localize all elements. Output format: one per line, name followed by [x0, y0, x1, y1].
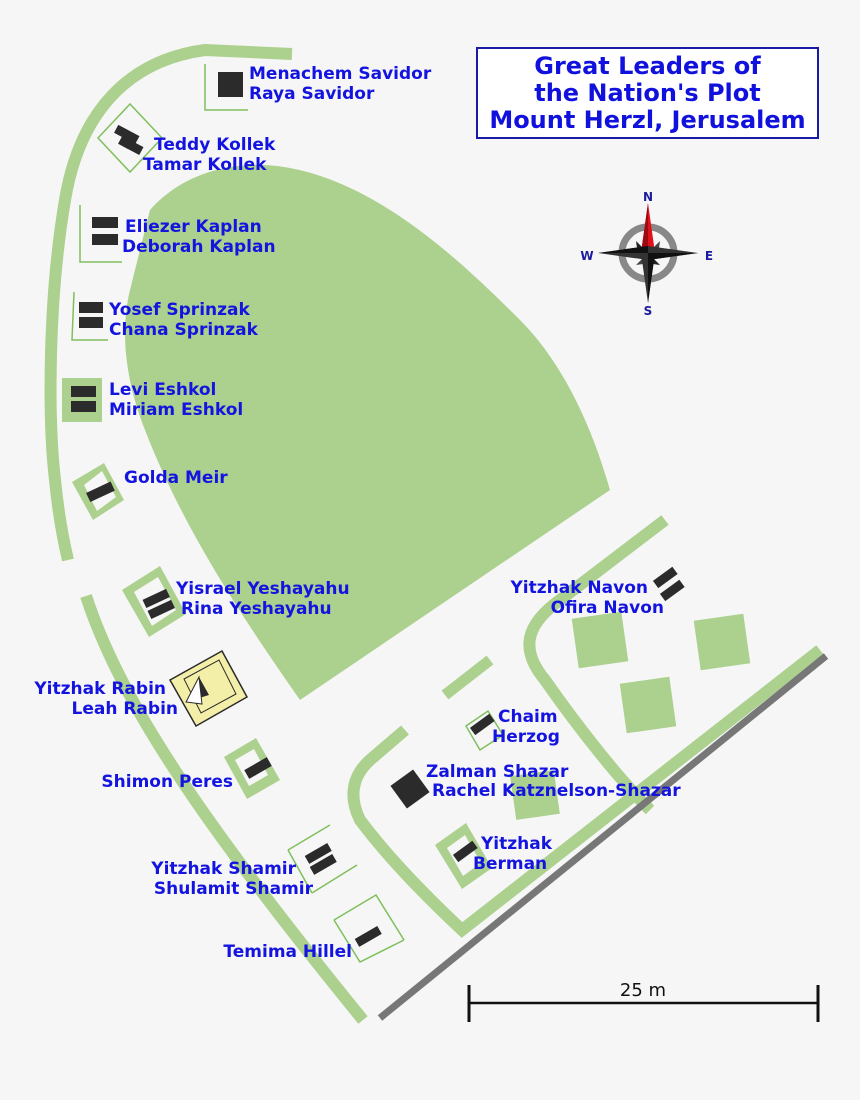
map-title: Great Leaders of the Nation's Plot Mount… [476, 47, 819, 139]
plot-navon [652, 566, 685, 602]
label-shamir-2: Shulamit Shamir [154, 879, 314, 899]
label-savidor-2: Raya Savidor [249, 84, 375, 104]
label-shazar-1: Zalman Shazar [426, 762, 569, 782]
plot-sprinzak [71, 291, 108, 341]
plot-shamir [287, 824, 358, 894]
map-title-line-3: Mount Herzl, Jerusalem [489, 105, 806, 134]
inner-walkway [347, 645, 824, 938]
outer-path [44, 43, 293, 562]
compass-s: S [644, 304, 653, 318]
plot-hillel [333, 893, 405, 963]
compass-n: N [643, 190, 653, 204]
label-savidor-1: Menachem Savidor [249, 64, 432, 84]
plot-peres [224, 738, 280, 799]
label-rabin-2: Leah Rabin [71, 699, 178, 719]
label-kollek-1: Teddy Kollek [154, 135, 276, 155]
label-berman-2: Berman [473, 854, 547, 874]
label-hillel: Temima Hillel [223, 942, 352, 962]
label-navon-2: Ofira Navon [551, 598, 664, 618]
label-sprinzak-1: Yosef Sprinzak [108, 300, 250, 320]
label-herzog-2: Herzog [492, 727, 560, 747]
plot-kaplan [79, 205, 122, 263]
label-shazar-2: Rachel Katznelson-Shazar [432, 781, 681, 801]
central-lawn [125, 164, 610, 700]
label-berman-1: Yitzhak [480, 834, 553, 854]
label-meir: Golda Meir [124, 468, 228, 488]
lawn-square [571, 611, 629, 669]
lawn-square [510, 770, 560, 820]
label-yeshayahu-2: Rina Yeshayahu [181, 599, 332, 619]
scale-bar: 25 m [467, 980, 820, 1022]
right-walkway [523, 515, 669, 815]
plot-rabin [168, 649, 249, 728]
label-kaplan-1: Eliezer Kaplan [125, 217, 262, 237]
label-kollek-2: Tamar Kollek [143, 155, 267, 175]
plot-herzog [464, 709, 505, 752]
label-kaplan-2: Deborah Kaplan [122, 237, 276, 257]
plot-yeshayahu [122, 566, 186, 637]
scale-label: 25 m [620, 980, 666, 1001]
label-sprinzak-2: Chana Sprinzak [109, 320, 259, 340]
label-eshkol-1: Levi Eshkol [109, 380, 216, 400]
boundary-wall [377, 653, 829, 1021]
label-peres: Shimon Peres [101, 772, 233, 792]
label-yeshayahu-1: Yisrael Yeshayahu [175, 579, 350, 599]
label-shamir-1: Yitzhak Shamir [150, 859, 296, 879]
compass-rose: N S E W [580, 190, 713, 318]
plot-berman [435, 823, 492, 889]
plot-eshkol [62, 378, 102, 422]
plot-shazar [390, 769, 430, 809]
label-herzog-1: Chaim [498, 707, 558, 727]
walk-segment [441, 655, 494, 700]
lower-path [80, 594, 368, 1024]
plot-savidor [204, 64, 248, 111]
label-navon-1: Yitzhak Navon [509, 578, 648, 598]
compass-w: W [580, 249, 593, 263]
lawn-square [693, 613, 751, 671]
lawn-square [619, 676, 677, 734]
map-title-line-2: the Nation's Plot [534, 78, 761, 107]
compass-e: E [705, 249, 713, 263]
plot-kollek [96, 102, 164, 174]
plot-meir [72, 463, 124, 520]
map-title-line-1: Great Leaders of [534, 51, 761, 80]
label-eshkol-2: Miriam Eshkol [109, 400, 243, 420]
label-rabin-1: Yitzhak Rabin [33, 679, 166, 699]
